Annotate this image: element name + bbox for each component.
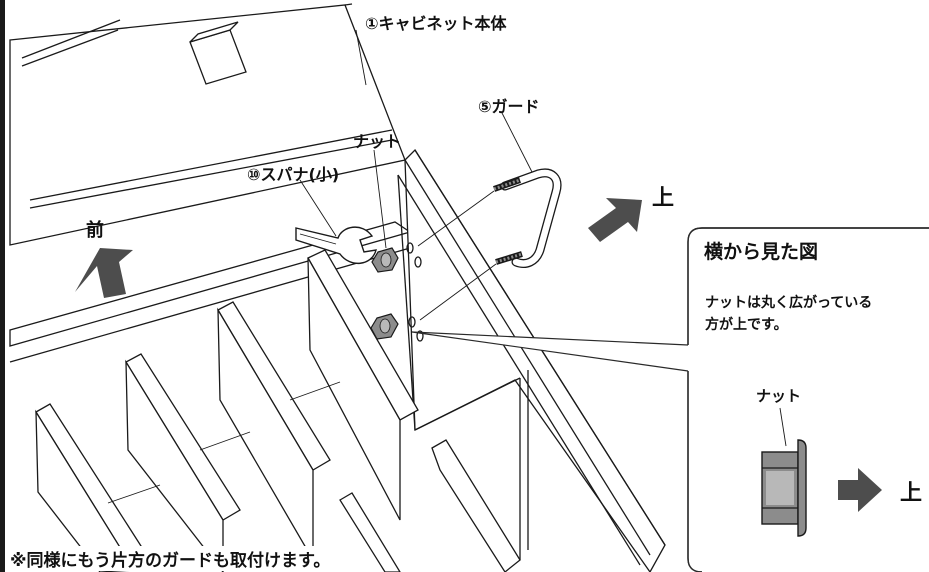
left-border-rule: [0, 0, 5, 572]
hole-1: [406, 242, 414, 254]
footer-note: ※同様にもう片方のガードも取付けます。: [10, 546, 335, 571]
leader-lines: [299, 29, 533, 249]
side-view-note-line2: 方が上です。: [705, 317, 788, 333]
divider-partitions: [35, 249, 521, 572]
nut-upper: [371, 247, 399, 273]
side-view-nut-label: ナット: [756, 387, 802, 405]
hole-4: [416, 330, 424, 342]
nut-lower: [370, 313, 399, 340]
spanner-label: ⑩スパナ(小): [247, 165, 340, 184]
cabinet-body-label: ①キャビネット本体: [365, 14, 507, 33]
spanner-tool: [295, 226, 377, 264]
up-arrow: [588, 198, 642, 242]
side-view-up-label: 上: [900, 481, 923, 506]
callout-pointer: [411, 331, 689, 372]
cabinet-body: [9, 148, 666, 572]
guard-label: ⑤ガード: [478, 97, 540, 116]
side-view-note-line1: ナットは丸く広がっている: [705, 295, 873, 311]
nut-label: ナット: [353, 132, 402, 151]
side-view-nut: [761, 439, 807, 537]
up-label: 上: [652, 186, 675, 211]
side-view-up-arrow: [838, 468, 882, 512]
side-view-title: 横から見た図: [704, 241, 819, 263]
cabinet-lid: [9, 3, 406, 246]
front-label: 前: [86, 220, 104, 241]
front-arrow: [75, 248, 133, 298]
guard-u-bolt: [493, 168, 562, 268]
hole-3: [408, 316, 416, 328]
assembly-guide-lines: [417, 190, 497, 321]
hole-2: [414, 256, 422, 268]
